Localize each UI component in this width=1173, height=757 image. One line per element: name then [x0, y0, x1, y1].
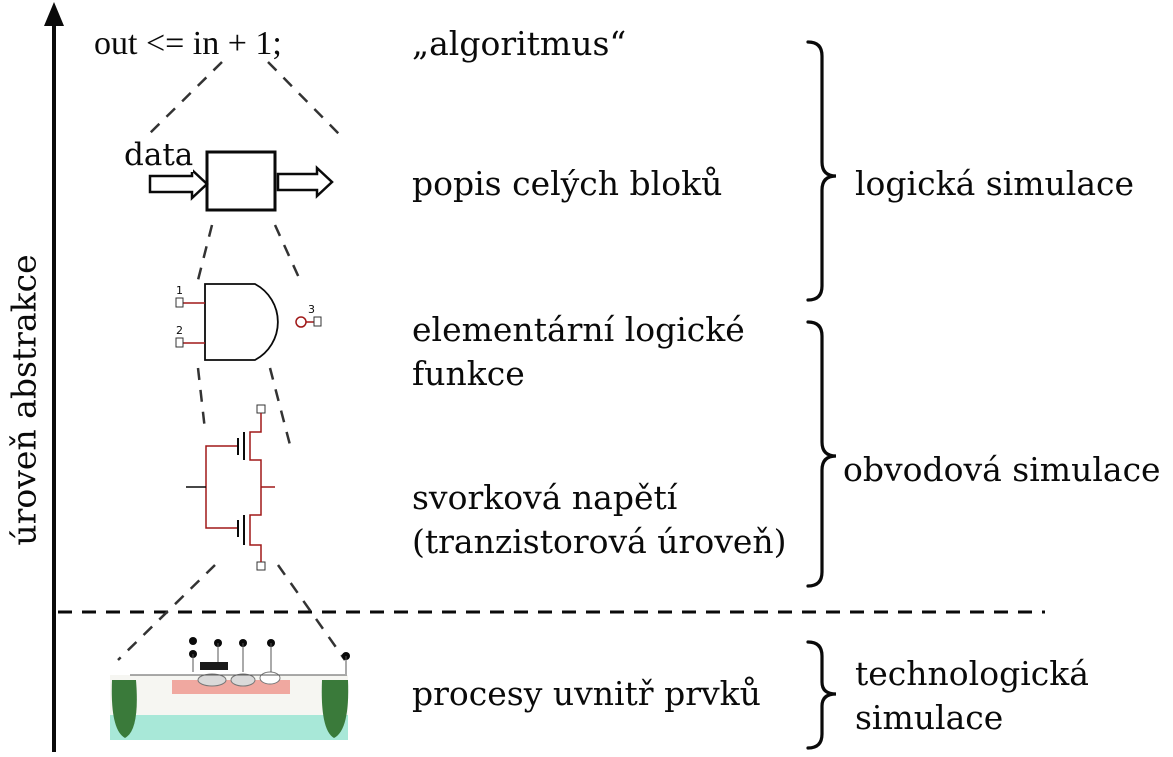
brace-circuit	[806, 320, 837, 588]
data-input-label: data	[124, 137, 194, 173]
terminal-voltages-label-line2: (tranzistorová úroveň)	[412, 522, 787, 561]
logic-functions-label-line2: funkce	[412, 354, 525, 393]
block-diagram	[148, 150, 334, 212]
gate-pin-2: 2	[176, 324, 183, 337]
brace-logic	[806, 40, 837, 302]
axis-arrowhead	[44, 2, 64, 26]
output-arrow-icon	[276, 165, 334, 199]
input-arrow-icon	[148, 167, 209, 201]
code-line: out <= in + 1;	[94, 25, 282, 62]
logic-simulation-label: logická simulace	[855, 164, 1135, 203]
braces	[806, 40, 837, 750]
transistor-schematic	[186, 404, 275, 571]
block-box	[205, 150, 277, 212]
brace-tech	[806, 640, 837, 750]
technology-simulation-label-line2: simulace	[855, 698, 1004, 737]
gate-pin-3: 3	[308, 303, 315, 316]
and-gate	[175, 283, 322, 361]
axis-label: úroveň abstrakce	[4, 254, 44, 546]
technology-simulation-label-line1: technologická	[855, 654, 1089, 693]
terminal-voltages-label-line1: svorková napětí	[412, 478, 678, 517]
device-cross-section	[110, 637, 350, 740]
circuit-simulation-label: obvodová simulace	[843, 450, 1161, 489]
zoom-lines	[117, 61, 347, 661]
device-processes-label: procesy uvnitř prvků	[412, 674, 761, 713]
algorithm-label: „algoritmus“	[412, 24, 627, 63]
gate-pin-1: 1	[176, 284, 183, 297]
blocks-label: popis celých bloků	[412, 164, 723, 203]
logic-functions-label-line1: elementární logické	[412, 310, 745, 349]
